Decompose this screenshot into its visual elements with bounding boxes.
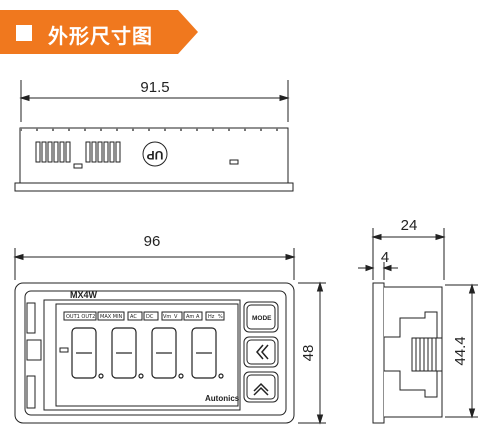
up-logo-text: UP	[147, 148, 164, 162]
side-height-dimension: 44.4	[452, 336, 469, 365]
indicator-v: V	[174, 314, 178, 320]
brand-label: Autonics	[205, 394, 240, 403]
square-outline-icon	[13, 22, 35, 44]
up-logo-icon	[142, 141, 168, 167]
indicator-hz: Hz	[208, 314, 215, 320]
side-bezel-dimension: 4	[381, 249, 389, 266]
indicator-maxmin: MAX MIN	[100, 314, 123, 320]
front-height-dimension: 48	[300, 345, 317, 362]
up-arrow-icon	[253, 382, 269, 396]
indicator-dc: DC	[146, 314, 154, 320]
indicator-vm: Vm	[163, 314, 171, 320]
side-view	[358, 228, 478, 424]
mode-button-label: MODE	[252, 315, 272, 322]
top-width-dimension: 91.5	[140, 79, 169, 96]
indicator-ac: AC	[130, 314, 137, 320]
indicator-out: OUT1 OUT2	[66, 314, 95, 320]
section-header: 外形尺寸图	[0, 10, 200, 54]
indicator-percent: %	[218, 314, 223, 320]
model-label: MX4W	[70, 290, 98, 300]
indicator-a: A	[196, 314, 200, 320]
section-title: 外形尺寸图	[48, 24, 153, 48]
header-banner	[0, 10, 198, 54]
side-depth-dimension: 24	[401, 217, 418, 234]
front-width-dimension: 96	[144, 233, 161, 250]
left-arrow-icon	[256, 344, 269, 360]
indicator-am: Am	[186, 314, 194, 320]
top-view	[14, 80, 294, 192]
front-view	[13, 248, 326, 425]
